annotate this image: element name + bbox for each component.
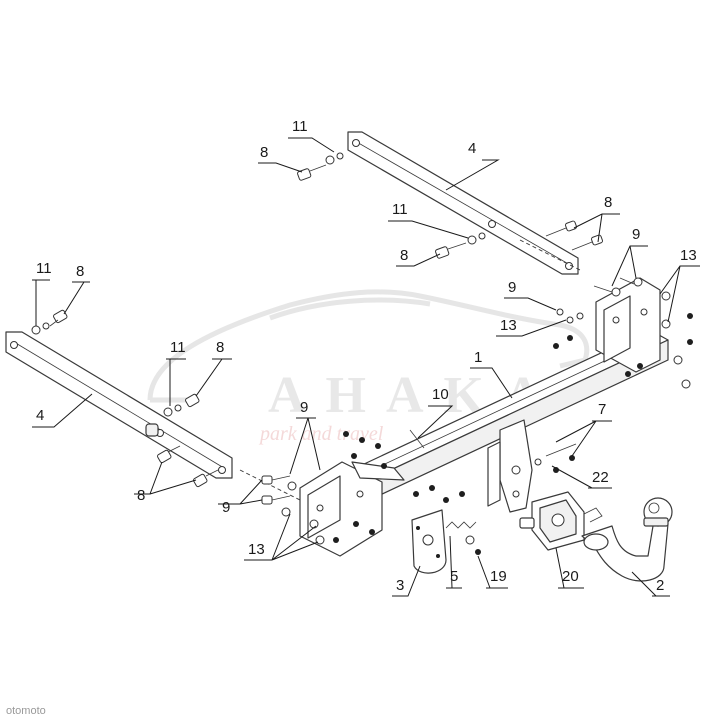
main-crossbar bbox=[299, 277, 669, 557]
corner-mark: otomoto bbox=[6, 705, 46, 717]
callout-11-middle: 11 bbox=[392, 201, 408, 218]
callout-20: 20 bbox=[562, 568, 579, 585]
callout-9-left-upper: 9 bbox=[300, 399, 308, 416]
callout-8-middle: 8 bbox=[400, 247, 408, 264]
side-bracket-upper bbox=[347, 131, 581, 275]
fasteners-upper bbox=[297, 152, 604, 259]
callout-4-left: 4 bbox=[36, 407, 44, 424]
callout-8-upper: 8 bbox=[260, 144, 268, 161]
callout-11-left-middle: 11 bbox=[170, 339, 186, 356]
callout-9-right-top: 9 bbox=[632, 226, 640, 243]
watermark-tagline: park and travel bbox=[258, 423, 384, 445]
electric-socket bbox=[519, 491, 603, 551]
callout-22: 22 bbox=[592, 469, 609, 486]
callout-5: 5 bbox=[450, 568, 458, 585]
socket-plate bbox=[411, 509, 447, 574]
callout-8-left-lower: 8 bbox=[137, 487, 145, 504]
ball-mount bbox=[581, 497, 673, 582]
callout-9-right-middle: 9 bbox=[508, 279, 516, 296]
callout-13-right-top: 13 bbox=[680, 247, 697, 264]
callout-11-upper: 11 bbox=[292, 118, 308, 135]
callout-8-upper-right: 8 bbox=[604, 194, 612, 211]
callouts: 11 8 4 11 8 8 9 13 9 13 11 8 11 bbox=[32, 118, 700, 597]
callout-13-left-lower: 13 bbox=[248, 541, 265, 558]
side-bracket-left bbox=[5, 331, 301, 501]
callout-11-left: 11 bbox=[36, 260, 52, 277]
fasteners-crossbar-right bbox=[534, 277, 693, 473]
callout-4-upper: 4 bbox=[468, 140, 476, 157]
callout-1: 1 bbox=[474, 349, 482, 366]
callout-8-left-top: 8 bbox=[76, 263, 84, 280]
fasteners-left bbox=[31, 309, 219, 488]
callout-2: 2 bbox=[656, 577, 664, 594]
watermark-car-roof-icon bbox=[269, 297, 431, 321]
spring-part bbox=[445, 521, 481, 555]
callout-10: 10 bbox=[432, 386, 449, 403]
callout-3: 3 bbox=[396, 577, 404, 594]
callout-19: 19 bbox=[490, 568, 507, 585]
callout-9-left-lower: 9 bbox=[222, 499, 230, 516]
callout-8-left-middle: 8 bbox=[216, 339, 224, 356]
callout-13-right-middle: 13 bbox=[500, 317, 517, 334]
callout-7: 7 bbox=[598, 401, 606, 418]
